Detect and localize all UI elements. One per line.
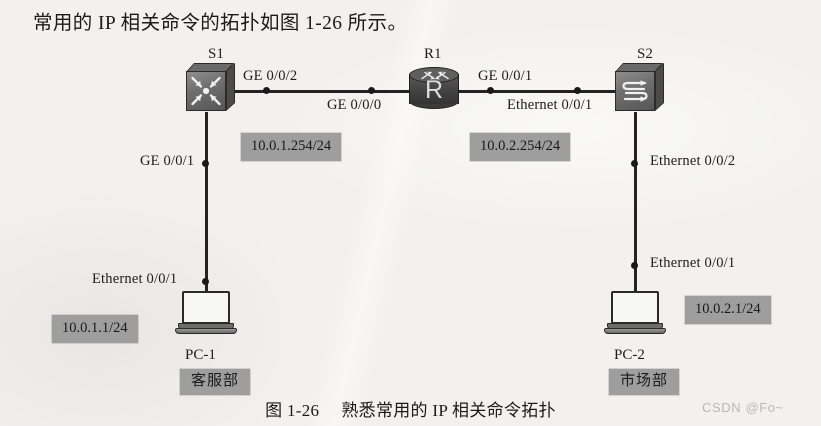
figure-caption-number: 图 1-26: [265, 401, 320, 420]
link-dot-r1-ge001: [487, 87, 494, 94]
interface-label-s1-ge002: GE 0/0/2: [243, 68, 298, 84]
device-label-s2: S2: [637, 46, 653, 62]
device-label-r1: R1: [424, 46, 442, 62]
address-chip-pc2: 10.0.2.1/24: [685, 296, 771, 324]
device-label-pc2: PC-2: [614, 347, 645, 363]
link-dot-r1-ge000: [368, 87, 375, 94]
department-chip-pc2: 市场部: [609, 369, 680, 395]
link-s1-r1: [226, 90, 414, 93]
page-heading: 常用的 IP 相关命令的拓扑如图 1-26 所示。: [33, 13, 408, 34]
device-s2[interactable]: [615, 62, 664, 111]
address-chip-pc1: 10.0.1.1/24: [52, 315, 138, 343]
device-pc2[interactable]: [604, 291, 666, 337]
laptop-icon-base: [175, 328, 237, 334]
interface-label-pc2-eth001: Ethernet 0/0/1: [650, 255, 736, 271]
figure-caption-text: 熟悉常用的 IP 相关命令拓扑: [341, 401, 556, 420]
watermark: CSDN @Fo~: [702, 400, 784, 415]
device-pc1[interactable]: [175, 291, 237, 337]
link-s2-pc2: [634, 112, 637, 291]
device-r1[interactable]: R: [409, 67, 459, 109]
link-dot-pc1-eth001: [202, 278, 209, 285]
interface-label-s2-eth002: Ethernet 0/0/2: [650, 153, 736, 169]
device-s1[interactable]: [186, 62, 235, 111]
address-chip-r1: 10.0.2.254/24: [470, 133, 571, 161]
laptop-icon-base: [604, 328, 666, 334]
link-s1-pc1: [205, 112, 208, 291]
router-icon-top: [409, 67, 459, 83]
interface-label-pc1-eth001: Ethernet 0/0/1: [92, 271, 178, 287]
laptop-icon-screen: [182, 291, 230, 324]
switch-icon-side-face: [226, 62, 235, 111]
address-chip-s1: 10.0.1.254/24: [241, 133, 342, 161]
router-icon-letter: R: [424, 76, 444, 104]
interface-label-r1-ge001: GE 0/0/1: [478, 68, 533, 84]
link-r1-s2: [459, 90, 620, 93]
switch-icon: [622, 80, 648, 102]
switch-icon-side-face: [655, 62, 664, 111]
device-label-s1: S1: [208, 46, 224, 62]
switch-icon-front-face: [615, 71, 655, 111]
router-icon-arrows: [421, 71, 449, 80]
interface-label-s2-eth001: Ethernet 0/0/1: [507, 97, 593, 113]
link-dot-s1-ge001: [202, 160, 209, 167]
interface-label-r1-ge000: GE 0/0/0: [327, 97, 382, 113]
link-dot-s1-ge002: [263, 87, 270, 94]
device-label-pc1: PC-1: [185, 347, 216, 363]
link-dot-s2-eth001: [574, 87, 581, 94]
switch-icon: [191, 76, 221, 106]
laptop-icon-screen: [611, 291, 659, 324]
link-dot-pc2-eth001: [631, 262, 638, 269]
figure-caption: 图 1-26 熟悉常用的 IP 相关命令拓扑: [0, 396, 821, 421]
interface-label-s1-ge001: GE 0/0/1: [140, 153, 195, 169]
department-chip-pc1: 客服部: [180, 369, 251, 395]
link-dot-s2-eth002: [631, 160, 638, 167]
